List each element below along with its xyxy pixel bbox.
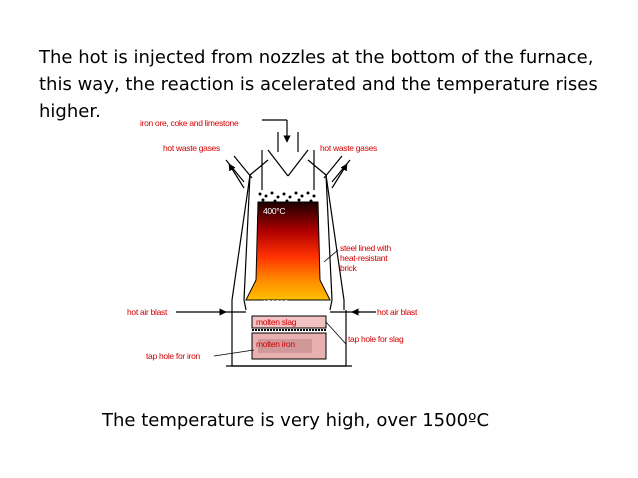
label-waste-left: hot waste gases xyxy=(163,143,220,153)
label-air-left: hot air blast xyxy=(127,307,168,317)
furnace-base xyxy=(226,310,352,367)
label-air-right: hot air blast xyxy=(377,307,418,317)
label-lining-1: steel lined with xyxy=(340,243,392,253)
label-tap-slag: tap hole for slag xyxy=(348,334,404,344)
intro-paragraph: The hot is injected from nozzles at the … xyxy=(39,47,598,122)
furnace-outer-wall xyxy=(231,159,345,311)
furnace-hot-core xyxy=(245,201,331,301)
label-temp-bottom: 1800°C xyxy=(262,298,289,308)
label-lining-3: brick xyxy=(340,263,357,273)
molten-iron-highlight xyxy=(258,339,312,353)
label-waste-right: hot waste gases xyxy=(320,143,377,153)
label-lining-2: heat-resistant xyxy=(340,253,388,263)
label-leader-lines xyxy=(213,249,347,357)
label-temp-top: 400°C xyxy=(263,206,285,216)
gas-outlet-pipes xyxy=(225,132,351,190)
label-tap-iron: tap hole for iron xyxy=(146,351,201,361)
charge-particles xyxy=(258,191,316,203)
label-top-input: iron ore, coke and limestone xyxy=(140,118,239,128)
label-slag: molten slag xyxy=(256,317,297,327)
footer-caption: The temperature is very high, over 1500º… xyxy=(102,410,490,431)
gas-flow-arrows xyxy=(228,119,348,189)
label-iron: molten iron xyxy=(256,339,295,349)
